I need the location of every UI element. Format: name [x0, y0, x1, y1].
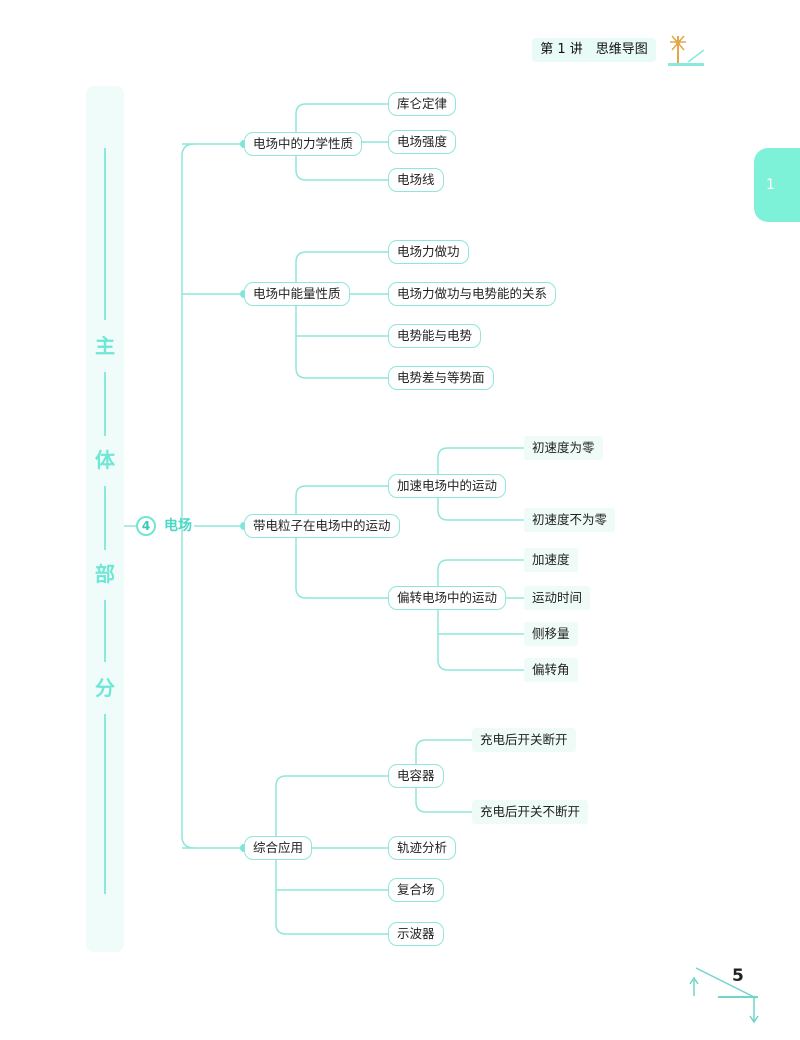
band-divider: [104, 372, 106, 436]
physics-diagram-icon: [689, 967, 759, 1024]
chapter-header: 第 1 讲 思维导图: [532, 38, 656, 62]
band-char: 部: [95, 562, 115, 586]
band-divider: [104, 486, 106, 550]
chapter-side-tab[interactable]: 1: [754, 148, 800, 222]
leaf-node[interactable]: 初速度不为零: [524, 508, 616, 532]
sub-branch-node[interactable]: 加速电场中的运动: [388, 474, 507, 498]
leaf-node[interactable]: 充电后开关断开: [472, 728, 576, 752]
band-char: 主: [95, 334, 115, 358]
leaf-node[interactable]: 电场线: [388, 168, 444, 192]
leaf-node[interactable]: 电势差与等势面: [388, 366, 494, 390]
page-number: 5: [732, 966, 744, 986]
band-divider: [104, 600, 106, 662]
sub-branch-node[interactable]: 电容器: [388, 764, 444, 788]
leaf-node[interactable]: 库仑定律: [388, 92, 457, 116]
sub-branch-node[interactable]: 偏转电场中的运动: [388, 586, 507, 610]
windmill-logo-icon: [668, 35, 705, 66]
leaf-node[interactable]: 示波器: [388, 922, 444, 946]
leaf-node[interactable]: 初速度为零: [524, 436, 603, 460]
leaf-node[interactable]: 充电后开关不断开: [472, 800, 589, 824]
root-topic-label: 电场: [164, 518, 192, 534]
branch-node[interactable]: 电场中的力学性质: [244, 132, 363, 156]
branch-node[interactable]: 带电粒子在电场中的运动: [244, 514, 400, 538]
leaf-node[interactable]: 轨迹分析: [388, 836, 457, 860]
leaf-node[interactable]: 电场力做功: [388, 240, 469, 264]
leaf-node[interactable]: 电势能与电势: [388, 324, 482, 348]
band-divider: [104, 714, 106, 894]
branch-node[interactable]: 电场中能量性质: [244, 282, 350, 306]
leaf-node[interactable]: 加速度: [524, 548, 578, 572]
leaf-node[interactable]: 偏转角: [524, 658, 578, 682]
root-number-badge: 4: [136, 516, 156, 536]
band-char: 分: [95, 676, 115, 700]
band-divider: [104, 148, 106, 320]
leaf-node[interactable]: 复合场: [388, 878, 444, 902]
band-char: 体: [95, 448, 115, 472]
leaf-node[interactable]: 运动时间: [524, 586, 591, 610]
leaf-node[interactable]: 侧移量: [524, 622, 578, 646]
leaf-node[interactable]: 电场强度: [388, 130, 457, 154]
branch-node[interactable]: 综合应用: [244, 836, 313, 860]
leaf-node[interactable]: 电场力做功与电势能的关系: [388, 282, 557, 306]
